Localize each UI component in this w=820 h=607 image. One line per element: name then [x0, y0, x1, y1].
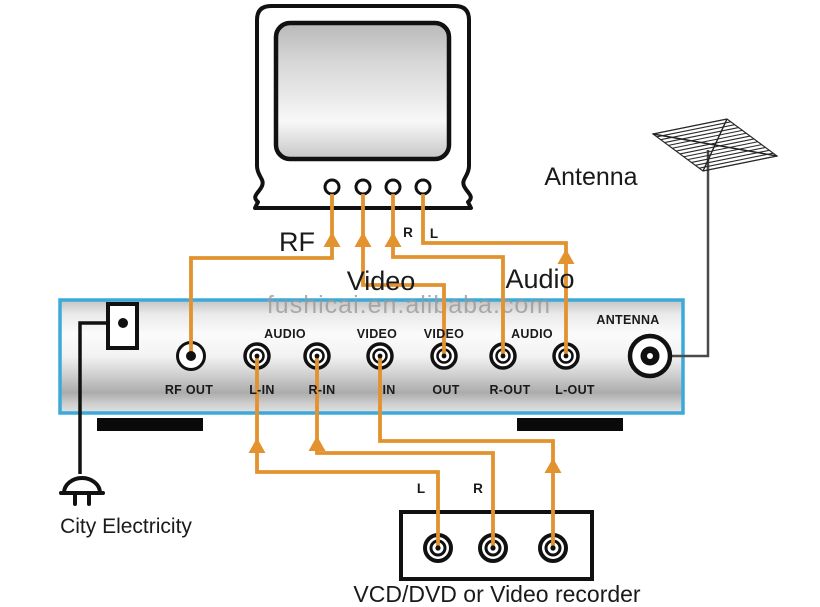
power-assembly	[59, 302, 139, 506]
tv-jack-r-label: R	[403, 225, 413, 240]
antenna-mesh-line	[699, 152, 774, 169]
tv-screen	[273, 20, 452, 162]
device-audio-out-group-label: AUDIO	[511, 327, 553, 341]
tv-jack-l-label: L	[430, 226, 438, 241]
port-l-in-label: L-IN	[249, 383, 275, 397]
recorder-caption: VCD/DVD or Video recorder	[353, 581, 641, 607]
arrowhead-video	[354, 232, 372, 247]
power-plug-icon	[62, 476, 102, 494]
tv-set	[253, 4, 473, 210]
recorder-r-label: R	[473, 481, 483, 496]
port-audio-r-in-dot	[314, 353, 320, 359]
port-l-out-label: L-OUT	[555, 383, 595, 397]
recorder-port-r-dot	[490, 545, 496, 551]
tv-jack-video	[354, 178, 372, 196]
port-audio-r-out-dot	[500, 353, 506, 359]
antenna-mesh-line	[656, 121, 731, 138]
antenna-mesh-line	[672, 132, 747, 149]
audio-cable-label: Audio	[505, 264, 574, 294]
tv-jack-audio-r	[384, 178, 402, 196]
antenna-mesh-line	[664, 126, 739, 144]
arrowhead-rf	[323, 232, 341, 247]
port-audio-l-in-dot	[254, 353, 260, 359]
cable-recorder-audio-r	[315, 356, 495, 548]
port-rf-out-dot	[186, 351, 196, 361]
port-r-in-label: R-IN	[309, 383, 336, 397]
cable-audio-r	[391, 194, 505, 356]
antenna-mesh-line	[675, 135, 751, 152]
device-video-out-group-label: VIDEO	[424, 327, 464, 341]
antenna-label: Antenna	[544, 163, 637, 191]
city-electricity-label: City Electricity	[60, 515, 192, 538]
arrowhead-audio-l	[557, 249, 575, 264]
video-cable-label: Video	[347, 266, 416, 296]
port-audio-l-out-dot	[563, 353, 569, 359]
recorder-port-video-dot	[550, 545, 556, 551]
arrowhead-audio-r	[384, 232, 402, 247]
antenna-mesh-line	[683, 141, 758, 158]
rf-cable-label: RF	[279, 227, 315, 257]
cable-audio-l	[421, 194, 568, 356]
recorder-port-l-dot	[435, 545, 441, 551]
converter-right-foot	[517, 418, 623, 431]
cable-recorder-audio-l	[255, 356, 440, 548]
antenna-mesh-line	[687, 144, 762, 161]
antenna-feeder-line	[656, 150, 710, 358]
converter-left-foot	[97, 418, 203, 431]
signal-cables	[189, 194, 575, 548]
antenna-brace-2	[702, 118, 728, 172]
arrowhead-recorder-video	[544, 458, 562, 473]
port-video-out-dot	[441, 353, 447, 359]
cable-rf	[189, 194, 334, 356]
device-antenna-port-label: ANTENNA	[596, 313, 659, 327]
cable-recorder-video	[378, 356, 555, 548]
port-rf-out-label: RF OUT	[165, 383, 213, 397]
device-video-in-group-label: VIDEO	[357, 327, 397, 341]
port-video-in-label: IN	[382, 383, 395, 397]
arrowhead-recorder-l	[248, 438, 266, 453]
recorder-l-label: L	[417, 481, 425, 496]
antenna-mesh-line	[679, 138, 755, 155]
antenna-mesh-line	[668, 129, 743, 146]
tv-jack-rf	[323, 178, 341, 196]
port-video-out-label: OUT	[432, 383, 459, 397]
device-port-dots	[186, 351, 569, 551]
port-r-out-label: R-OUT	[489, 383, 530, 397]
device-audio-in-group-label: AUDIO	[264, 327, 306, 341]
port-antenna-center	[647, 353, 653, 359]
antenna-assembly	[651, 118, 779, 358]
port-video-in-dot	[377, 353, 383, 359]
arrowhead-recorder-r	[308, 436, 326, 451]
antenna-mesh-line	[691, 146, 766, 164]
tv-jack-audio-l	[414, 178, 432, 196]
power-inlet-pin	[118, 318, 128, 328]
